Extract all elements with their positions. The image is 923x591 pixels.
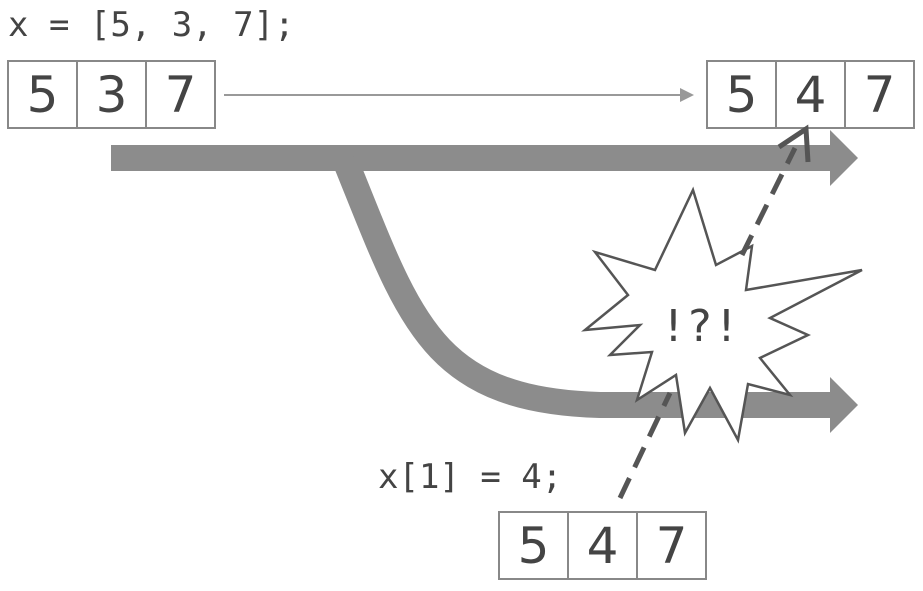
burst-star: !?! xyxy=(581,186,863,444)
thick-arrow-branch xyxy=(332,155,858,433)
thick-arrow-main xyxy=(111,130,858,186)
array-cell: 5 xyxy=(518,517,550,575)
array-cell: 3 xyxy=(96,66,128,124)
array-cell: 7 xyxy=(864,66,896,124)
array-cell: 7 xyxy=(165,66,197,124)
code-init: x = [5, 3, 7]; xyxy=(8,5,295,45)
array-original: 5 3 7 xyxy=(7,60,216,129)
array-cell: 4 xyxy=(587,517,619,575)
array-cell: 7 xyxy=(656,517,688,575)
array-shared-result: 5 4 7 xyxy=(706,60,915,129)
array-modified: 5 4 7 xyxy=(498,511,707,580)
burst-text: !?! xyxy=(665,301,742,352)
code-assign: x[1] = 4; xyxy=(378,457,562,497)
dashed-arrow xyxy=(617,124,811,500)
array-cell: 5 xyxy=(726,66,758,124)
array-cell: 4 xyxy=(795,66,827,124)
thin-arrow xyxy=(224,88,694,102)
array-cell: 5 xyxy=(27,66,59,124)
